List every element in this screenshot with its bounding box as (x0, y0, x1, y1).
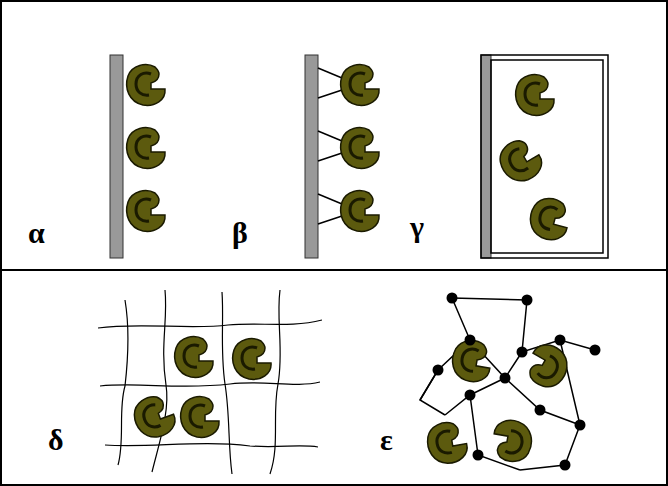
crosslink (452, 298, 595, 352)
membrane-inner (491, 60, 603, 253)
crosslinker-dot (590, 345, 601, 356)
method-letter: ε (380, 425, 393, 455)
gel-network (98, 290, 322, 474)
crosslink (445, 378, 505, 415)
gel-strand (152, 290, 167, 472)
enzyme-symbol (516, 75, 554, 116)
enzyme-symbol (127, 128, 165, 169)
enzyme-symbol (521, 339, 575, 393)
crosslinker-dot (522, 295, 533, 306)
enzyme-symbol (341, 128, 379, 169)
crosslinker-dot (517, 347, 528, 358)
gel-strand (270, 290, 280, 474)
enzyme-symbol (181, 397, 219, 438)
crosslinker-dots (433, 293, 601, 471)
crosslinker-dot (473, 450, 484, 461)
crosslinker-dot (555, 335, 566, 346)
crosslinker-dot (535, 405, 546, 416)
method-letter: β (232, 218, 248, 248)
covalent-link (318, 153, 342, 161)
enzyme-symbol (425, 420, 470, 467)
covalent-link (318, 131, 342, 141)
covalent-link (318, 68, 342, 78)
enzyme-symbol (175, 337, 213, 378)
carrier-surface (110, 55, 123, 258)
covalent-links (318, 68, 342, 224)
crosslinker-dot (465, 390, 476, 401)
crosslink-network (420, 298, 595, 470)
gel-strand (118, 300, 128, 465)
method-letter: δ (48, 425, 64, 455)
enzyme-symbol (490, 418, 535, 465)
gel-strand (222, 292, 232, 474)
divider (0, 269, 668, 271)
crosslinker-dot (433, 365, 444, 376)
enzyme-symbol (341, 65, 379, 106)
enzyme-symbol (526, 194, 574, 243)
gel-strand (100, 382, 320, 386)
carrier-surface (305, 55, 318, 258)
covalent-link (318, 90, 342, 98)
enzyme-symbol (127, 65, 165, 106)
membrane-outer (481, 55, 608, 258)
enzyme-symbol (129, 391, 179, 442)
enzyme-symbol (127, 191, 165, 232)
carrier-surface (481, 55, 491, 258)
gel-strand (105, 444, 318, 447)
enzyme-symbol (341, 191, 379, 232)
covalent-link (318, 216, 342, 224)
crosslinker-dot (560, 460, 571, 471)
crosslinker-dot (447, 293, 458, 304)
gel-strand (98, 320, 322, 328)
enzyme-symbol (494, 134, 548, 188)
method-letter: α (28, 218, 45, 248)
crosslinker-dot (575, 420, 586, 431)
crosslinker-dot (500, 373, 511, 384)
crosslinker-dot (465, 335, 476, 346)
covalent-link (318, 194, 342, 204)
enzyme-symbol (233, 339, 271, 380)
method-letter: γ (410, 212, 424, 242)
